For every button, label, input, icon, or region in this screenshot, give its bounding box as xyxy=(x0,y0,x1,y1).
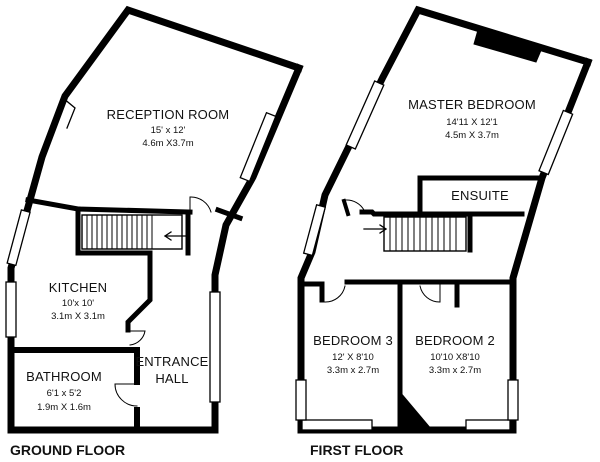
kitchen-window-lower xyxy=(5,281,17,338)
bedroom3-dim-metric: 3.3m x 2.7m xyxy=(327,365,379,376)
kitchen-name: KITCHEN xyxy=(49,280,107,295)
landing-door-swing xyxy=(345,199,365,211)
stair-arrow-ground xyxy=(163,231,187,241)
bedroom2-name: BEDROOM 2 xyxy=(415,333,495,348)
master-name: MASTER BEDROOM xyxy=(408,97,536,112)
first-outer-wall xyxy=(297,5,593,434)
kitchen-dim-metric: 3.1m X 3.1m xyxy=(51,311,105,322)
hall-window xyxy=(209,291,221,403)
first-floor-label: FIRST FLOOR xyxy=(310,442,403,458)
hall-name-line1: ENTRANCE xyxy=(135,354,208,369)
ensuite-name: ENSUITE xyxy=(451,188,509,203)
bedroom3-name: BEDROOM 3 xyxy=(313,333,393,348)
reception-hall-wall xyxy=(214,206,244,222)
kitchen-window xyxy=(6,209,31,267)
ground-floor-labels: RECEPTION ROOM 15' x 12' 4.6m X3.7m KITC… xyxy=(10,107,229,458)
kitchen-dim-imperial: 10'x 10' xyxy=(62,298,94,309)
first-landing-wall xyxy=(341,198,351,217)
kitchen-door-swing xyxy=(127,330,146,346)
ground-staircase xyxy=(81,214,183,250)
first-stairwell-wall xyxy=(359,209,473,253)
kitchen-east-wall xyxy=(75,206,153,333)
bedroom2-window xyxy=(465,419,511,431)
bathroom-door-swing xyxy=(114,383,138,407)
bedroom3-window xyxy=(301,419,373,431)
bedroom2-door-swing xyxy=(419,283,441,303)
bathroom-dim-imperial: 6'1 x 5'2 xyxy=(47,388,82,399)
reception-dim-metric: 4.6m X3.7m xyxy=(142,138,193,149)
master-window-west xyxy=(345,80,385,150)
master-window-east xyxy=(538,109,574,176)
first-staircase xyxy=(383,216,467,252)
bedroom3-door-swing xyxy=(323,283,346,303)
first-floor-plan xyxy=(295,5,593,434)
bedroom2-dim-metric: 3.3m x 2.7m xyxy=(429,365,481,376)
landing-window xyxy=(302,204,327,257)
master-dim-metric: 4.5m X 3.7m xyxy=(445,130,499,141)
first-floor-labels: MASTER BEDROOM 14'11 X 12'1 4.5m X 3.7m … xyxy=(310,97,536,458)
reception-dim-imperial: 15' x 12' xyxy=(151,125,186,136)
bedroom3-window-side xyxy=(295,379,307,421)
ground-floor-label: GROUND FLOOR xyxy=(10,442,125,458)
bathroom-dim-metric: 1.9m X 1.6m xyxy=(37,402,91,413)
chimney-breast xyxy=(473,29,543,63)
master-dim-imperial: 14'11 X 12'1 xyxy=(446,117,498,128)
bathroom-walls xyxy=(8,347,140,385)
bedroom2-window-side xyxy=(507,379,519,421)
stair-arrow-first xyxy=(363,224,388,234)
hall-door-swing xyxy=(189,196,212,213)
reception-south-wall xyxy=(25,197,193,215)
ground-floor-plan xyxy=(5,5,304,434)
bedroom-divider-column xyxy=(399,390,434,431)
hall-name-line2: HALL xyxy=(155,371,188,386)
landing-south-wall xyxy=(298,281,325,303)
reception-window-east xyxy=(239,111,277,183)
bedroom3-dim-imperial: 12' X 8'10 xyxy=(332,352,374,363)
reception-name: RECEPTION ROOM xyxy=(107,107,230,122)
reception-side-door xyxy=(62,97,76,129)
bedroom2-dim-imperial: 10'10 X8'10 xyxy=(430,352,480,363)
bathroom-name: BATHROOM xyxy=(26,369,102,384)
